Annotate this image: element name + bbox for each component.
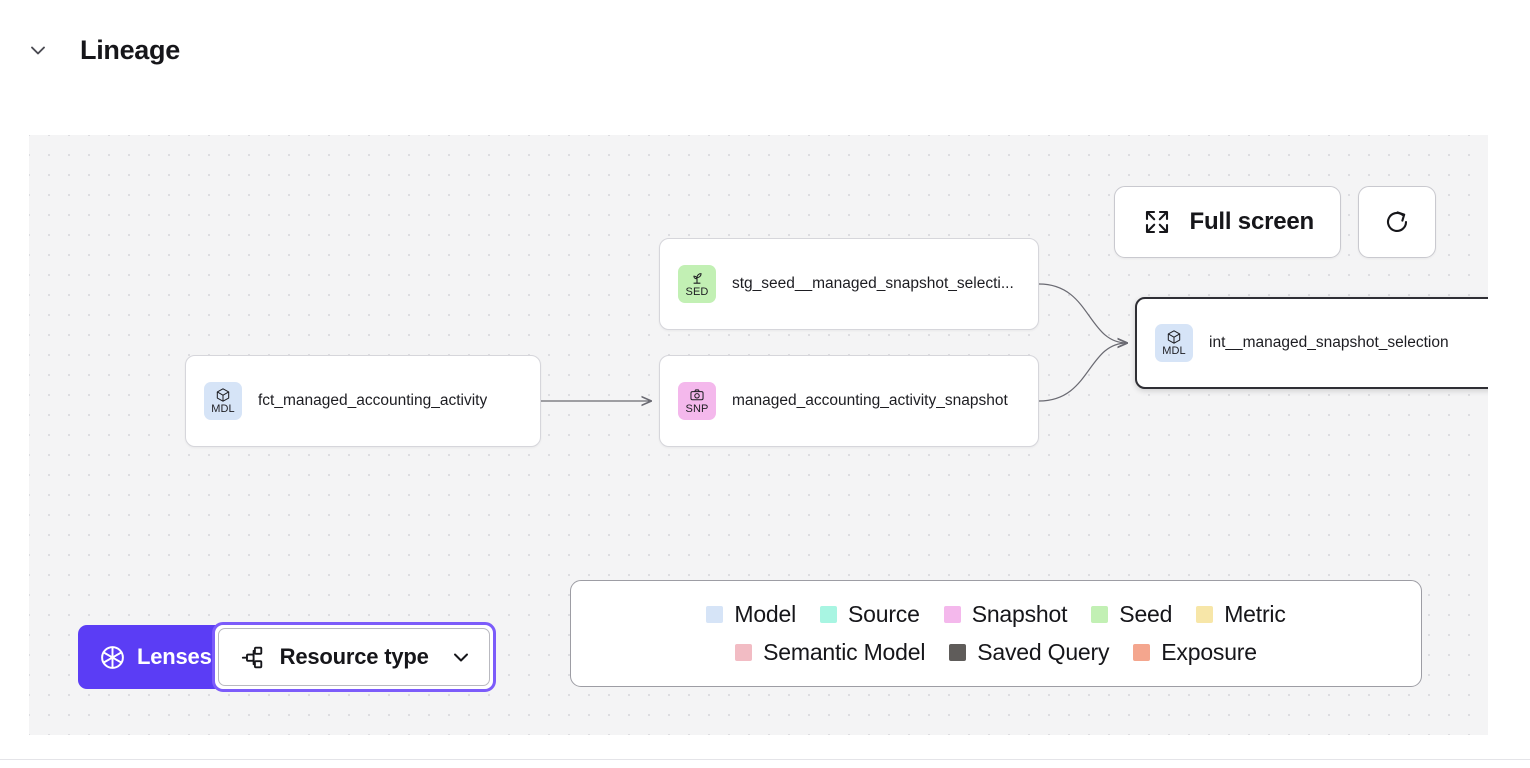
node-type-code: MDL (1162, 345, 1186, 357)
chevron-down-icon[interactable] (18, 30, 58, 70)
node-label: fct_managed_accounting_activity (258, 392, 488, 409)
legend-swatch (943, 605, 961, 623)
legend-item-semantic-model: Semantic Model (735, 638, 926, 665)
lineage-node-model-fct[interactable]: MDL fct_managed_accounting_activity (185, 355, 541, 447)
legend-item-exposure: Exposure (1133, 638, 1257, 665)
node-label: int__managed_snapshot_selection (1209, 334, 1449, 351)
legend-label: Saved Query (977, 638, 1110, 665)
lineage-controls: Lenses Resource type (78, 622, 496, 692)
hierarchy-icon (237, 644, 264, 671)
legend-label: Semantic Model (763, 638, 926, 665)
legend-swatch (735, 643, 753, 661)
full-screen-label: Full screen (1189, 208, 1314, 235)
legend-item-seed: Seed (1091, 600, 1173, 627)
legend-label: Metric (1224, 600, 1286, 627)
legend-swatch (1133, 643, 1151, 661)
node-label: stg_seed__managed_snapshot_selecti... (732, 275, 1014, 292)
chevron-down-icon (449, 645, 473, 669)
legend-swatch (1091, 605, 1109, 623)
legend-label: Snapshot (971, 600, 1068, 627)
lineage-section-header: Lineage (0, 0, 1530, 100)
node-type-badge: SNP (678, 382, 716, 420)
expand-icon (1141, 206, 1173, 238)
lenses-button[interactable]: Lenses (78, 625, 232, 689)
lineage-node-snapshot[interactable]: SNP managed_accounting_activity_snapshot (659, 355, 1039, 447)
node-type-code: SNP (685, 403, 709, 415)
node-type-badge: SED (678, 265, 716, 303)
legend-row: Model Source Snapshot Seed Metric (571, 595, 1421, 633)
node-label: managed_accounting_activity_snapshot (732, 392, 1008, 409)
legend-label: Model (734, 600, 797, 627)
legend-item-saved-query: Saved Query (949, 638, 1110, 665)
sprout-icon (693, 273, 702, 284)
lineage-canvas[interactable]: MDL fct_managed_accounting_activity SED … (29, 135, 1488, 735)
resource-type-dropdown[interactable]: Resource type (217, 628, 490, 686)
legend-label: Exposure (1161, 638, 1257, 665)
legend-swatch (706, 605, 724, 623)
legend-label: Seed (1119, 600, 1173, 627)
full-screen-button[interactable]: Full screen (1114, 186, 1341, 258)
legend-item-source: Source (820, 600, 920, 627)
node-type-code: SED (685, 286, 709, 298)
bottom-divider (0, 759, 1530, 760)
cube-icon (216, 388, 230, 402)
legend-swatch (820, 605, 838, 623)
legend-item-model: Model (706, 600, 797, 627)
lineage-node-model-int-selected[interactable]: MDL int__managed_snapshot_selection (1135, 297, 1488, 389)
legend-swatch (949, 643, 967, 661)
lineage-node-seed-stg[interactable]: SED stg_seed__managed_snapshot_selecti..… (659, 238, 1039, 330)
node-type-badge: MDL (1155, 324, 1193, 362)
resource-type-label: Resource type (279, 644, 429, 669)
legend-item-metric: Metric (1196, 600, 1286, 627)
node-type-code: MDL (211, 403, 235, 415)
resource-type-focus-ring: Resource type (211, 622, 496, 692)
lineage-legend: Model Source Snapshot Seed Metric S (570, 580, 1422, 687)
legend-label: Source (848, 600, 920, 627)
camera-icon (690, 389, 704, 401)
canvas-toolbar: Full screen (1114, 186, 1436, 258)
lenses-label: Lenses (137, 644, 212, 669)
cube-icon (1167, 330, 1181, 344)
aperture-icon (99, 644, 126, 671)
legend-item-snapshot: Snapshot (943, 600, 1068, 627)
node-type-badge: MDL (204, 382, 242, 420)
legend-row: Semantic Model Saved Query Exposure (571, 633, 1421, 671)
legend-swatch (1196, 605, 1214, 623)
refresh-button[interactable] (1358, 186, 1436, 258)
refresh-icon (1381, 206, 1413, 238)
page-title: Lineage (80, 34, 180, 65)
